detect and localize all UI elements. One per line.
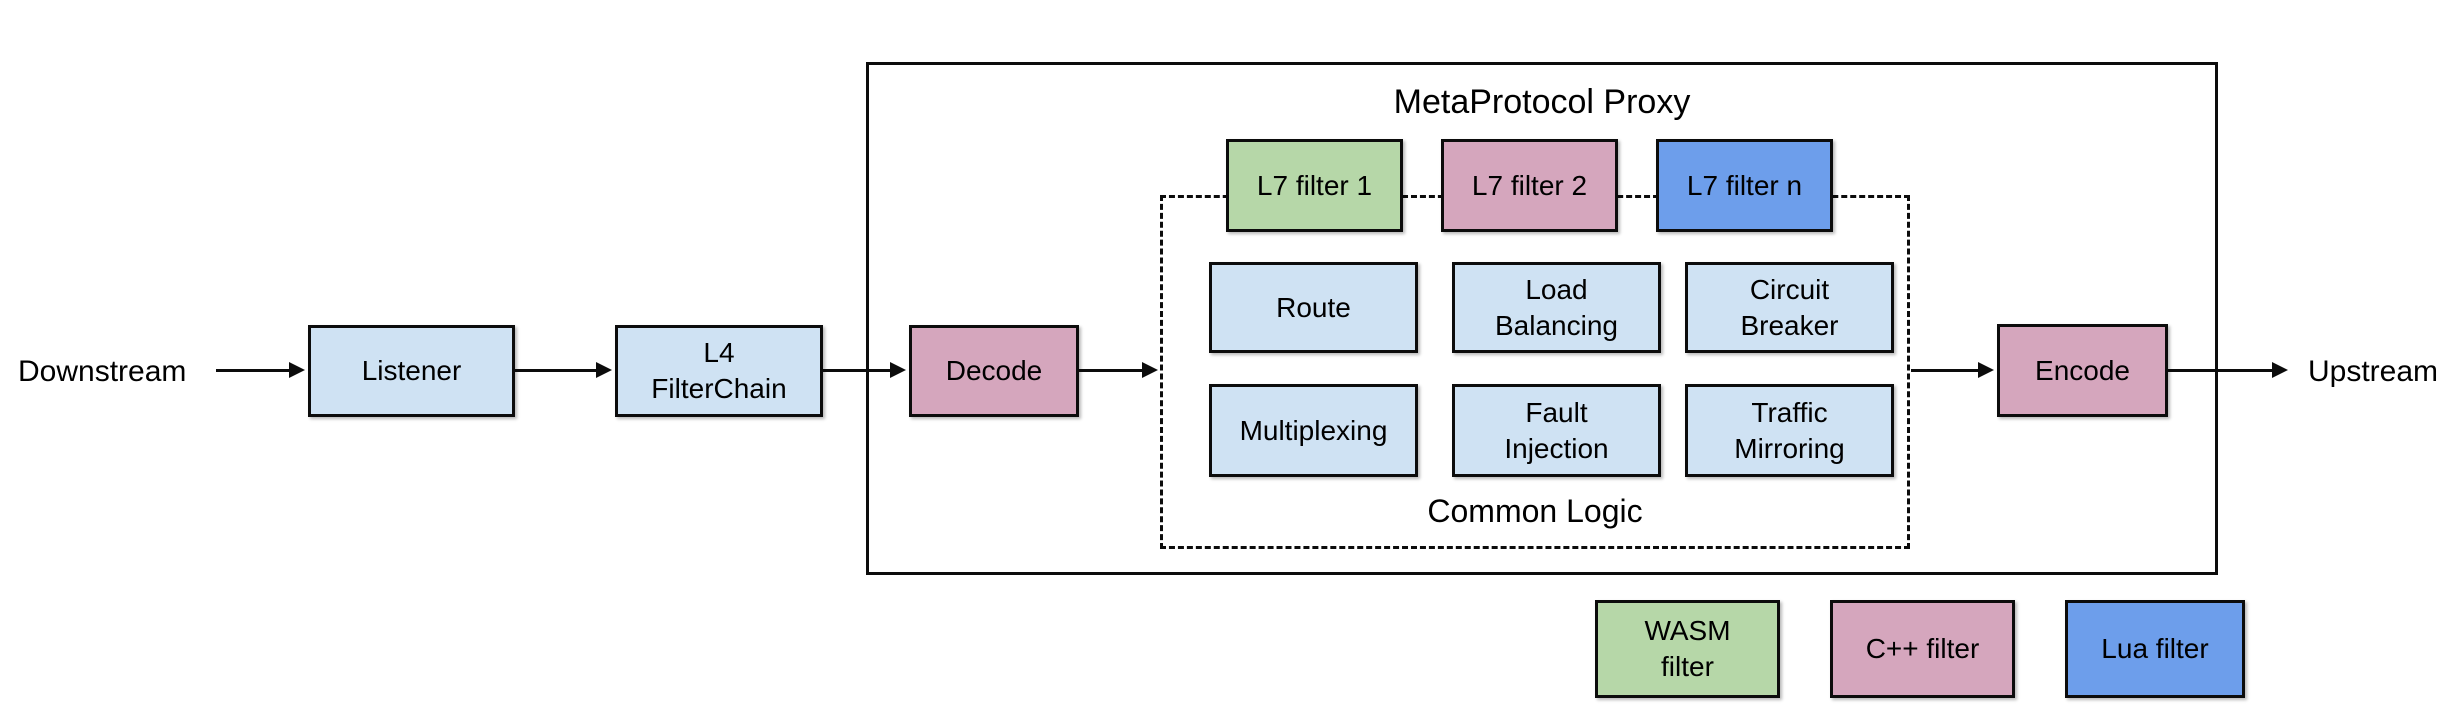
- l7-filter-1-node: L7 filter 1: [1226, 139, 1403, 232]
- fault-injection-node: Fault Injection: [1452, 384, 1661, 477]
- load-balancing-node: Load Balancing: [1452, 262, 1661, 353]
- proxy-title: MetaProtocol Proxy: [1393, 83, 1691, 121]
- l7-filter-2-node: L7 filter 2: [1441, 139, 1618, 232]
- encode-node: Encode: [1997, 324, 2168, 417]
- route-node: Route: [1209, 262, 1418, 353]
- common-logic-title: Common Logic: [1427, 493, 1643, 529]
- legend-cpp-filter: C++ filter: [1830, 600, 2015, 698]
- multiplexing-node: Multiplexing: [1209, 384, 1418, 477]
- arrow-encode-to-upstream: [2168, 362, 2288, 378]
- decode-node: Decode: [909, 325, 1079, 417]
- l4-filterchain-node: L4 FilterChain: [615, 325, 823, 417]
- arrow-common-logic-to-encode: [1911, 362, 1994, 378]
- arrow-listener-to-l4: [515, 362, 612, 378]
- metaprotocol-proxy-box: [866, 62, 2218, 575]
- traffic-mirroring-node: Traffic Mirroring: [1685, 384, 1894, 477]
- listener-node: Listener: [308, 325, 515, 417]
- arrow-downstream-to-listener: [216, 362, 305, 378]
- arrow-decode-to-common-logic: [1079, 362, 1158, 378]
- circuit-breaker-node: Circuit Breaker: [1685, 262, 1894, 353]
- arrow-l4-to-decode: [823, 362, 906, 378]
- l7-filter-n-node: L7 filter n: [1656, 139, 1833, 232]
- downstream-label: Downstream: [18, 355, 187, 388]
- legend-lua-filter: Lua filter: [2065, 600, 2245, 698]
- legend-wasm-filter: WASM filter: [1595, 600, 1780, 698]
- upstream-label: Upstream: [2308, 355, 2439, 388]
